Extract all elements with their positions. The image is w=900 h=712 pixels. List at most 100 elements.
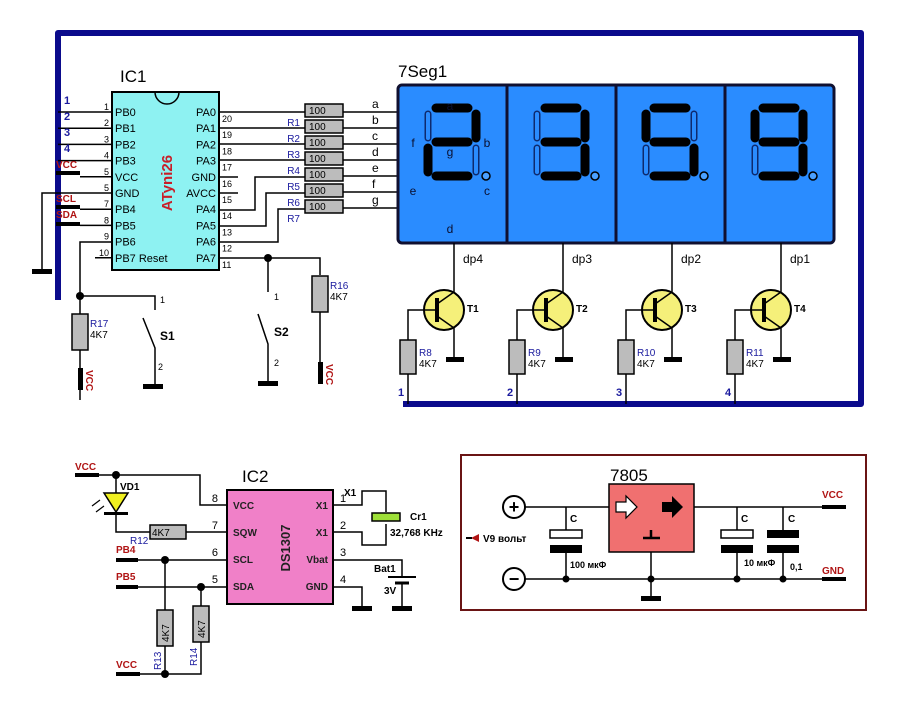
ic1-pin-number: 19 [222,130,232,140]
base-resistor [726,339,744,375]
ground-symbol [446,357,464,362]
s2-pin1: 1 [274,292,279,302]
ic2-pin-name: SCL [233,555,253,566]
ic1-part: ATyni26 [159,155,176,211]
segment-label-c: c [484,184,490,198]
ic1-pin-number: 5 [104,167,109,177]
reg-gnd-label: GND [822,566,844,577]
rtc-vcc-bottom-label: VCC [116,660,137,671]
ic1-pin-number: 17 [222,163,232,173]
bus-label: 1 [64,95,70,107]
ic1-pin-number: 18 [222,146,232,156]
base-resistor-value: 4K7 [419,359,437,370]
s2-switch[interactable] [257,313,269,382]
ic2-pin-number: 6 [212,547,218,559]
cout2-label: C [788,514,795,525]
ic1-pin-number: 1 [104,102,109,112]
r16-vcc-label: VCC [323,364,334,385]
ic1-pin-name: PA5 [196,220,216,232]
r17-value: 4K7 [90,330,108,341]
ic1-pin-name: PB5 [115,220,136,232]
segment-net-label: b [372,113,379,127]
ic1-pin-number: 15 [222,195,232,205]
ic2-pin-name: SDA [233,582,254,593]
plus-terminal: + [509,497,520,517]
s1-pin2: 2 [158,362,163,372]
segment-resistor-ref: R4 [287,166,300,177]
minus-terminal: − [509,569,520,589]
rtc-vcc-label: VCC [75,462,96,473]
segment-resistor-value: 100 [309,106,326,117]
regulator-ref: 7805 [610,466,648,485]
segment-resistor-ref: R7 [287,214,300,225]
bus-label: 2 [507,387,513,399]
base-resistor-value: 4K7 [528,359,546,370]
digit [641,103,709,181]
ic1-pin-number: 11 [222,260,231,270]
r13-ref: R13 [153,651,164,670]
segment-label-f: f [411,136,415,150]
s2-ref: S2 [274,325,289,339]
decimal-point [590,171,600,181]
ic2-pin-name: VCC [233,501,254,512]
ic1-pin-name: PA2 [196,139,216,151]
r12-ref: R12 [130,536,149,547]
dp-label: dp4 [463,252,483,266]
regulator-section: 7805 + − V9 вольт C 100 мкФ C 10 мкФ [460,454,867,611]
crystal-value: 32,768 KHz [390,528,443,539]
ic2-pin-number: 8 [212,493,218,505]
r14-value: 4K7 [197,620,208,638]
segment-label-e: e [410,184,417,198]
segment-label-a: a [447,99,454,113]
ic1-pin-number: 4 [104,151,109,161]
base-resistor-ref: R9 [528,348,541,359]
bus-label: 4 [725,387,732,399]
ic2-pin-name: X1 [316,528,329,539]
ic1-pin-name: VCC [115,172,138,184]
segment-resistor-value: 100 [309,202,326,213]
segment-resistor [304,183,344,198]
output-arrow-icon [662,496,683,518]
r16-ref: R16 [330,281,349,292]
battery-ref: Bat1 [374,564,396,575]
ic1-pin-name: PB2 [115,139,136,151]
base-resistor-ref: R10 [637,348,656,359]
ic2-pin-number: 4 [340,574,346,586]
segment-resistor [304,103,344,118]
ic2-pin-number: 7 [212,520,218,532]
display-ref: 7Seg1 [398,62,447,81]
s1-switch[interactable] [142,317,156,385]
ic1-pin-name: PA6 [196,237,216,249]
bus-label: 1 [398,387,404,399]
rtc-pb5-label: PB5 [116,572,136,583]
led-icon [102,492,130,514]
base-resistor-value: 4K7 [637,359,655,370]
s2-pin2: 2 [274,358,279,368]
ic1-pin-name: PB3 [115,156,136,168]
ic1-pin-name: PB7 Reset [115,253,168,265]
crystal-ref: Cr1 [410,512,427,523]
ic1-pin-number: 12 [222,244,232,254]
ic1-pin-name: PB0 [115,107,136,119]
segment-net-label: a [372,97,379,111]
led-ref: VD1 [120,482,140,493]
segment-label-b: b [484,136,491,150]
ground-symbol [32,269,52,274]
segment-net-label: g [372,193,379,207]
transistor-ref: T3 [685,304,697,315]
input-arrow-icon [615,494,638,520]
reg-vcc-label: VCC [822,490,843,501]
ic1-ref: IC1 [120,67,146,86]
segment-resistor-ref: R2 [287,134,300,145]
dp-label: dp2 [681,252,701,266]
ic1-pin-name: PB4 [115,204,136,216]
decimal-point [699,171,709,181]
segment-resistor [304,167,344,182]
cout1-value: 10 мкФ [744,558,776,568]
scl-net-label: SCL [56,194,76,205]
base-resistor [399,339,417,375]
